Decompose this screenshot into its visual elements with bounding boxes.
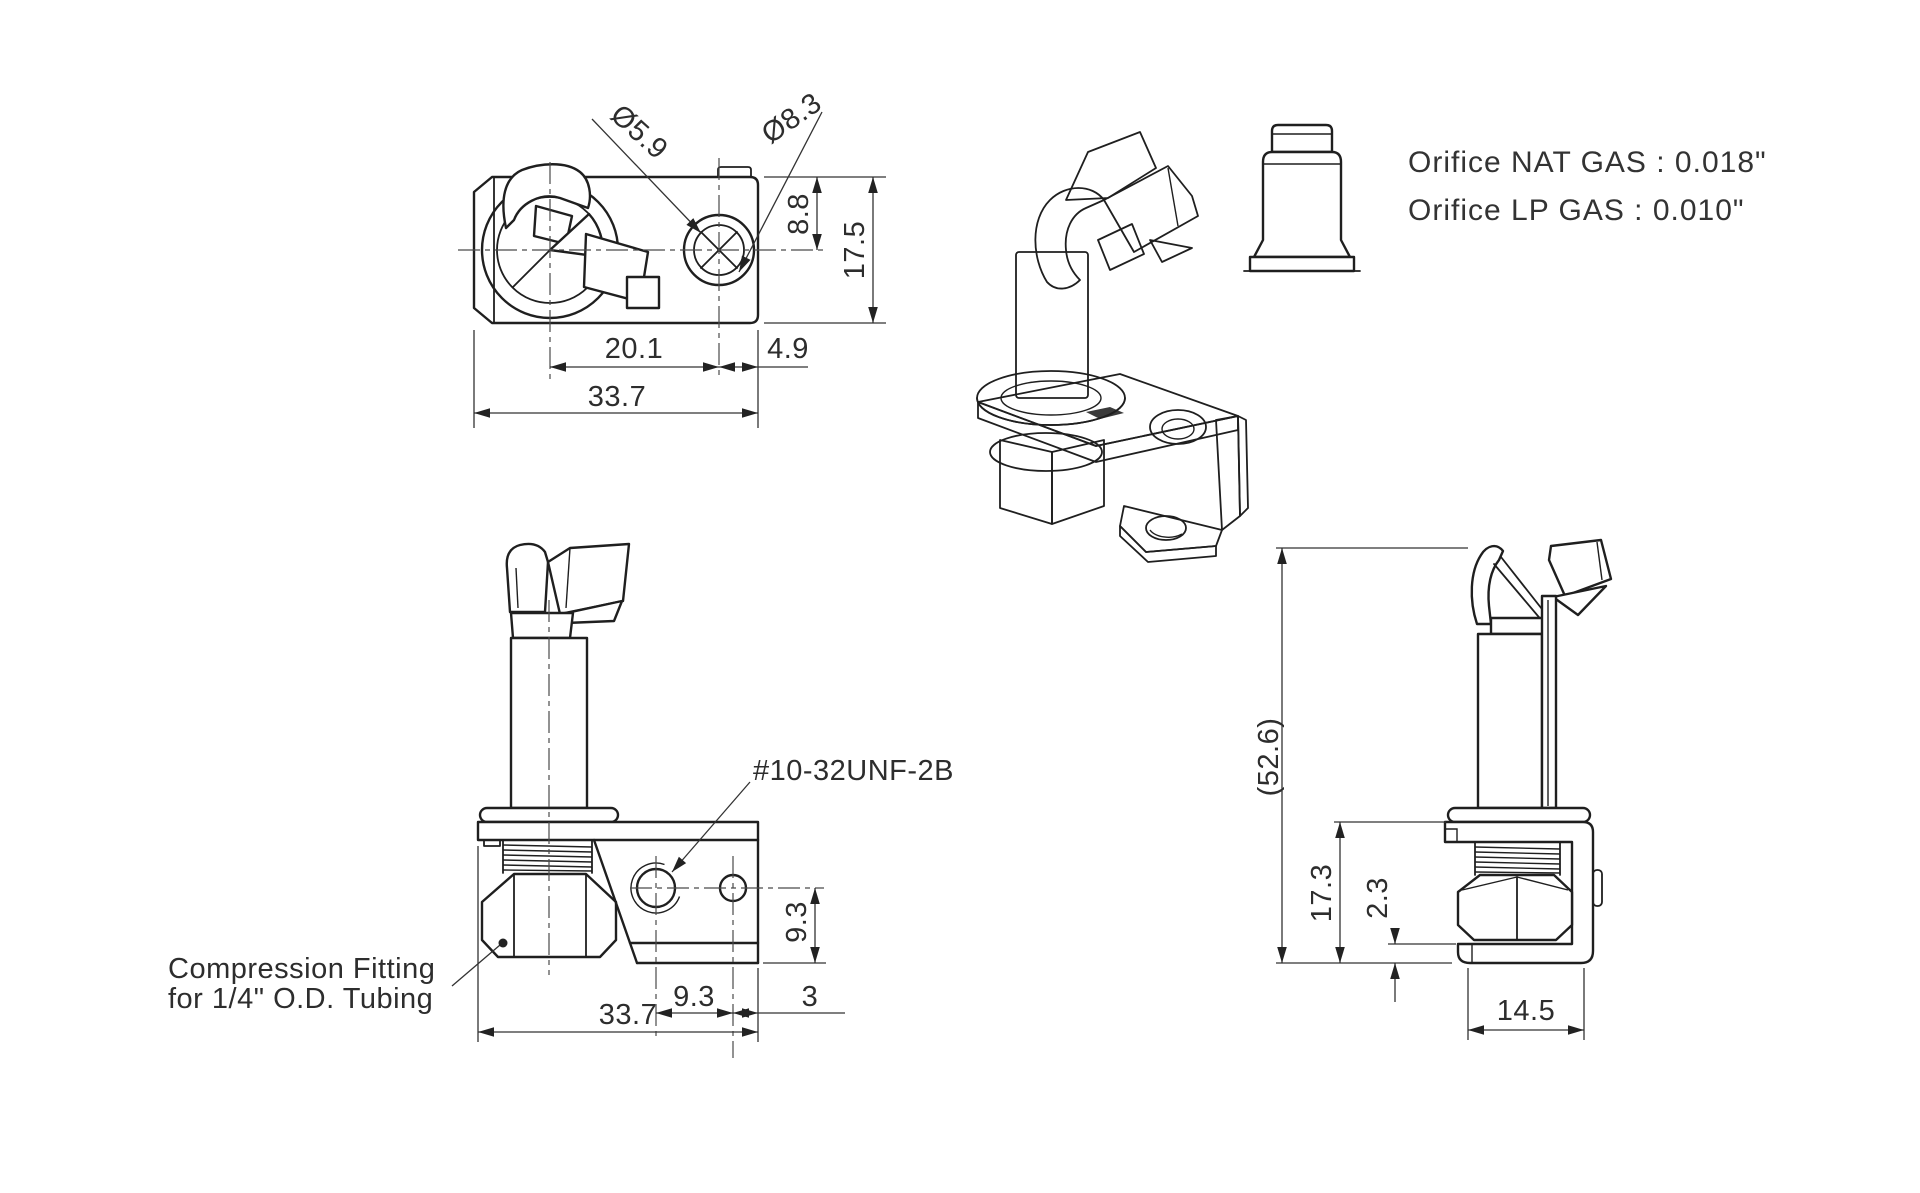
iso-hood-spike [1149,239,1193,263]
iso-tab-hole-shadow [1149,529,1183,538]
iso-flange-washer-inner [1000,380,1102,416]
iso-hood-back-flap [1065,131,1157,201]
front-hood-post [505,542,550,614]
side-nut-chamfer-2 [1516,876,1569,891]
dim-text-20-1: 20.1 [605,333,663,365]
dim-text-dia-8-3: Ø8.3 [756,87,827,150]
iso-lock-washer [989,432,1103,472]
dim-text-3: 3 [802,981,819,1013]
iso-hood-curl [1034,187,1105,290]
iso-hood-tab [1097,223,1145,271]
side-hood-strut-2 [1493,563,1544,623]
front-threads [502,839,593,874]
iso-tab-thickness [1119,525,1217,563]
iso-nut-face-left [999,439,1053,525]
top-view-square-feature [625,275,661,310]
note-compression-line1: Compression Fitting [168,953,435,985]
orifice-detail: Orifice NAT GAS : 0.018" Orifice LP GAS … [1243,123,1767,273]
iso-hood-fold-line [1167,167,1179,227]
orifice-cap [1270,123,1334,154]
side-hood-collar [1489,616,1547,636]
front-thread-arc [630,862,681,914]
iso-counterbore-hole [1161,418,1195,440]
side-bracket [1443,820,1595,965]
side-hood-flap [1547,538,1613,598]
side-threads [1474,841,1561,876]
front-hood-fold [565,547,571,609]
dim-text-14-5: 14.5 [1497,995,1555,1027]
orifice-base [1248,255,1356,273]
iso-hood-front-flap [1103,165,1199,253]
side-hood-curl [1470,544,1505,626]
side-hood-fold [1596,541,1603,581]
side-nut-chamfer-1 [1461,876,1518,891]
side-view: (52.6) 17.3 2.3 14.5 [1253,538,1613,1040]
dim-text-33-7-top: 33.7 [588,381,646,413]
leader-thread-callout: #10-32UNF-2B [668,755,954,876]
dim-front-33-7: 33.7 [477,846,759,1042]
iso-washer-front-rim [976,397,1126,426]
side-bracket-notch-top [1446,828,1458,841]
dim-text-9-3-h: 9.3 [673,981,715,1013]
iso-nut-face-right [1051,439,1105,525]
side-nut [1456,873,1574,942]
front-bracket-leg [592,838,760,965]
dim-side-2-3: 2.3 [1362,877,1456,1002]
note-compression-fitting: Compression Fitting for 1/4" O.D. Tubing [168,938,508,1015]
front-plate-lip [483,839,501,847]
top-view-radial-line [512,249,551,288]
dim-text-8-8: 8.8 [783,193,815,235]
front-hood-neck [509,611,575,640]
iso-square-hole [1086,407,1124,419]
iso-plate-top [977,373,1239,447]
isometric-view [976,131,1249,563]
orifice-note-lp-gas: Orifice LP GAS : 0.010" [1408,194,1745,227]
dim-text-17-3: 17.3 [1306,864,1338,922]
dim-text-17-5: 17.5 [839,221,871,279]
dim-side-52-6: (52.6) [1253,547,1468,964]
dim-top-17-5: 17.5 [764,177,886,324]
front-hood-post-line [515,567,519,609]
front-plate [476,820,760,842]
leader-dot [498,938,508,948]
dim-text-33-7-front: 33.7 [599,999,657,1031]
iso-tab-hole [1145,515,1187,541]
dim-top-4-9: 4.9 [719,333,809,372]
orifice-body [1252,150,1352,259]
dim-text-2-3: 2.3 [1362,877,1394,919]
dim-text-52-6: (52.6) [1253,718,1285,797]
dim-top-8-8: 8.8 [764,176,886,250]
top-view-top-tab [717,166,752,178]
side-flange [1446,806,1592,824]
note-compression-line2: for 1/4" O.D. Tubing [168,983,433,1015]
dim-top-20-1: 20.1 [550,333,719,372]
top-view: 8.8 17.5 20.1 4.9 33.7 [458,87,886,428]
top-view-hood-flap [502,163,592,230]
iso-pilot-tube [1015,251,1089,399]
dim-front-9-3-vertical: 9.3 [763,888,826,964]
side-bracket-detent [1592,869,1603,907]
iso-tab-top [1119,505,1223,553]
dim-text-thread-callout: #10-32UNF-2B [753,755,954,787]
dim-front-3: 3 [733,981,845,1018]
side-tube [1476,632,1544,810]
orifice-note-nat-gas: Orifice NAT GAS : 0.018" [1408,146,1767,179]
dim-text-4-9: 4.9 [767,333,809,365]
side-electrode-strip [1540,594,1558,810]
iso-counterbore [1149,409,1207,445]
front-view: #10-32UNF-2B Compression Fitting for 1/4… [168,542,954,1058]
dim-side-17-3: 17.3 [1306,821,1446,963]
side-hood-wedge [1551,584,1608,617]
dim-side-14-5: 14.5 [1467,968,1585,1040]
dim-front-9-3-horizontal: 9.3 [656,981,733,1018]
dim-top-33-7: 33.7 [473,330,759,428]
dim-text-dia-5-9: Ø5.9 [604,99,674,166]
dim-text-9-3-v: 9.3 [781,901,813,943]
front-hood-flap [546,542,631,616]
